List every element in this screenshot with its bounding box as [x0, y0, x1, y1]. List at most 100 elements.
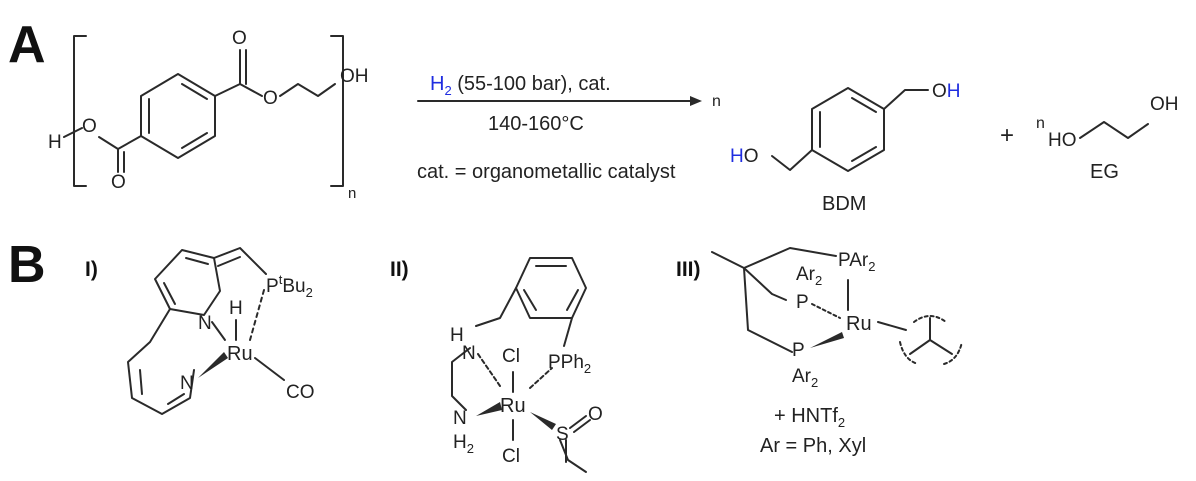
cat2-s-methyl-2 — [559, 439, 587, 473]
cat2-atom-cl-top: Cl — [502, 346, 520, 367]
cat2-n-ru-dashed — [477, 353, 501, 387]
cat2-atom-cl-bottom: Cl — [502, 446, 520, 467]
cat3-arm-top — [743, 247, 837, 269]
cat3-methallyl-ligand — [899, 315, 963, 365]
bdm-product: n OH HO BDM — [712, 81, 961, 215]
upper-ester-bond — [239, 83, 263, 97]
cat1-vinyl-double — [217, 256, 241, 267]
benzene-inner-bonds — [148, 83, 208, 149]
plus-sign: + — [1000, 122, 1014, 149]
bdm-ch2oh-left — [771, 149, 813, 171]
lower-ester-bond — [98, 136, 119, 150]
bdm-oh-right: OH — [932, 81, 961, 102]
cat3-ar2-bottom: Ar2 — [792, 366, 818, 390]
bdm-benzene-ring — [811, 87, 885, 172]
bdm-label: BDM — [822, 193, 866, 215]
cat2-atom-h: H — [450, 325, 464, 346]
repeat-index-n: n — [348, 185, 356, 202]
lower-carbonyl — [117, 135, 142, 173]
conditions-temperature: 140-160°C — [488, 113, 584, 135]
cat3-methallyl-arc-top — [913, 315, 947, 323]
cat3-arm-middle — [743, 267, 787, 301]
catalyst-iii: III) Ar2 PAr2 P Ru P Ar2 + HNTf2 Ar = Ph… — [676, 247, 963, 457]
right-bracket — [330, 35, 344, 187]
eg-product: n HO OH EG — [1036, 94, 1179, 183]
atom-o-ring: O — [111, 172, 126, 193]
cat3-arm-bottom — [743, 267, 793, 353]
cat3-methallyl-arc-left — [899, 341, 919, 365]
benzene-ring — [140, 73, 216, 159]
cat3-p-bottom-ru-wedge — [810, 332, 844, 348]
catalyst-iii-label: III) — [676, 258, 701, 281]
cat2-benzene-inner — [523, 265, 579, 311]
cat2-ru-p-dashed — [529, 367, 553, 389]
cat1-atom-n2: N — [180, 373, 194, 394]
bdm-ho-left: HO — [730, 146, 759, 167]
eg-oh: OH — [1150, 94, 1179, 115]
cat3-atom-ru: Ru — [846, 313, 872, 335]
cat3-atom-p-mid: P — [796, 292, 809, 313]
cat1-vinyl-arm — [213, 247, 267, 275]
bdm-ch2oh-right — [883, 89, 929, 110]
eg-coefficient-n: n — [1036, 115, 1045, 132]
cat2-nh2-h: H2 — [453, 432, 474, 456]
cat3-methallyl-arc-right — [943, 341, 963, 365]
atom-o-top: O — [232, 28, 247, 49]
terminal-oh-bond — [63, 127, 83, 138]
cat1-atom-co: CO — [286, 382, 315, 403]
cat1-ru-p-dashed — [249, 289, 265, 341]
cat2-ethylene-bridge — [451, 347, 471, 411]
cat2-atom-o: O — [588, 404, 603, 425]
catalyst-i: I) N N H Ru PtBu2 CO — [85, 247, 315, 415]
cat2-aryl-p-bond — [563, 317, 573, 347]
upper-carbonyl — [214, 49, 241, 97]
cat3-ar2-top: Ar2 — [796, 264, 822, 288]
cat1-lower-pyridine — [127, 308, 195, 415]
pet-repeat-unit: O O OH O H O n — [48, 28, 369, 202]
cat3-methallyl-skeleton — [909, 317, 953, 355]
left-bracket — [73, 35, 87, 187]
cat3-ru-ligand-bond — [877, 321, 907, 331]
atom-oh-end: OH — [340, 66, 369, 87]
eg-ho: HO — [1048, 130, 1077, 151]
atom-h-left: H — [48, 132, 62, 153]
eg-chain — [1079, 121, 1149, 139]
cat2-atom-n2: N — [453, 408, 467, 429]
bdm-inner-bonds — [819, 97, 877, 162]
cat1-upper-pyridine-double — [163, 257, 209, 305]
cat1-atom-n1: N — [198, 313, 212, 334]
ethylene-chain — [279, 83, 336, 97]
conditions-catalyst: cat. = organometallic catalyst — [417, 161, 676, 183]
cat2-pph2: PPh2 — [548, 352, 591, 376]
cat2-s-o-double — [569, 415, 591, 433]
reaction-arrowhead — [690, 96, 702, 106]
eg-label: EG — [1090, 161, 1119, 183]
cat1-lower-pyridine-double — [139, 369, 185, 405]
cat3-additive: + HNTf2 — [774, 405, 845, 430]
cat3-atom-p-bottom: P — [792, 340, 805, 361]
cat2-atom-ru: Ru — [500, 395, 526, 417]
cat3-par2: PAr2 — [838, 250, 876, 274]
cat1-n-ru-bond-1 — [211, 321, 226, 341]
bdm-coefficient-n: n — [712, 93, 721, 110]
catalyst-ii-label: II) — [390, 258, 409, 281]
cat2-n-ru-wedge — [476, 402, 502, 416]
cat3-p-mid-ru-dashed — [811, 303, 841, 319]
cat1-atom-h: H — [229, 298, 243, 319]
catalyst-ii: II) H N Cl PPh2 Ru N H2 Cl S O — [390, 257, 603, 473]
cat3-ar-definition: Ar = Ph, Xyl — [760, 435, 866, 457]
cat2-ru-s-wedge — [530, 412, 556, 430]
cat1-atom-ru: Ru — [227, 343, 253, 365]
atom-o-ester: O — [263, 88, 278, 109]
cat1-ru-co-bond — [254, 357, 285, 381]
panel-b-letter: B — [8, 236, 46, 294]
reaction-conditions: H2 (55-100 bar), cat. 140-160°C cat. = o… — [417, 73, 702, 183]
conditions-line-1: H2 (55-100 bar), cat. — [430, 73, 611, 98]
panel-a-letter: A — [8, 16, 46, 74]
cat2-benzyl-arm — [475, 287, 517, 327]
catalyst-i-label: I) — [85, 258, 98, 281]
atom-o-left: O — [82, 116, 97, 137]
cat1-n-ru-wedge — [198, 352, 228, 378]
cat1-ptbu2: PtBu2 — [266, 272, 313, 300]
